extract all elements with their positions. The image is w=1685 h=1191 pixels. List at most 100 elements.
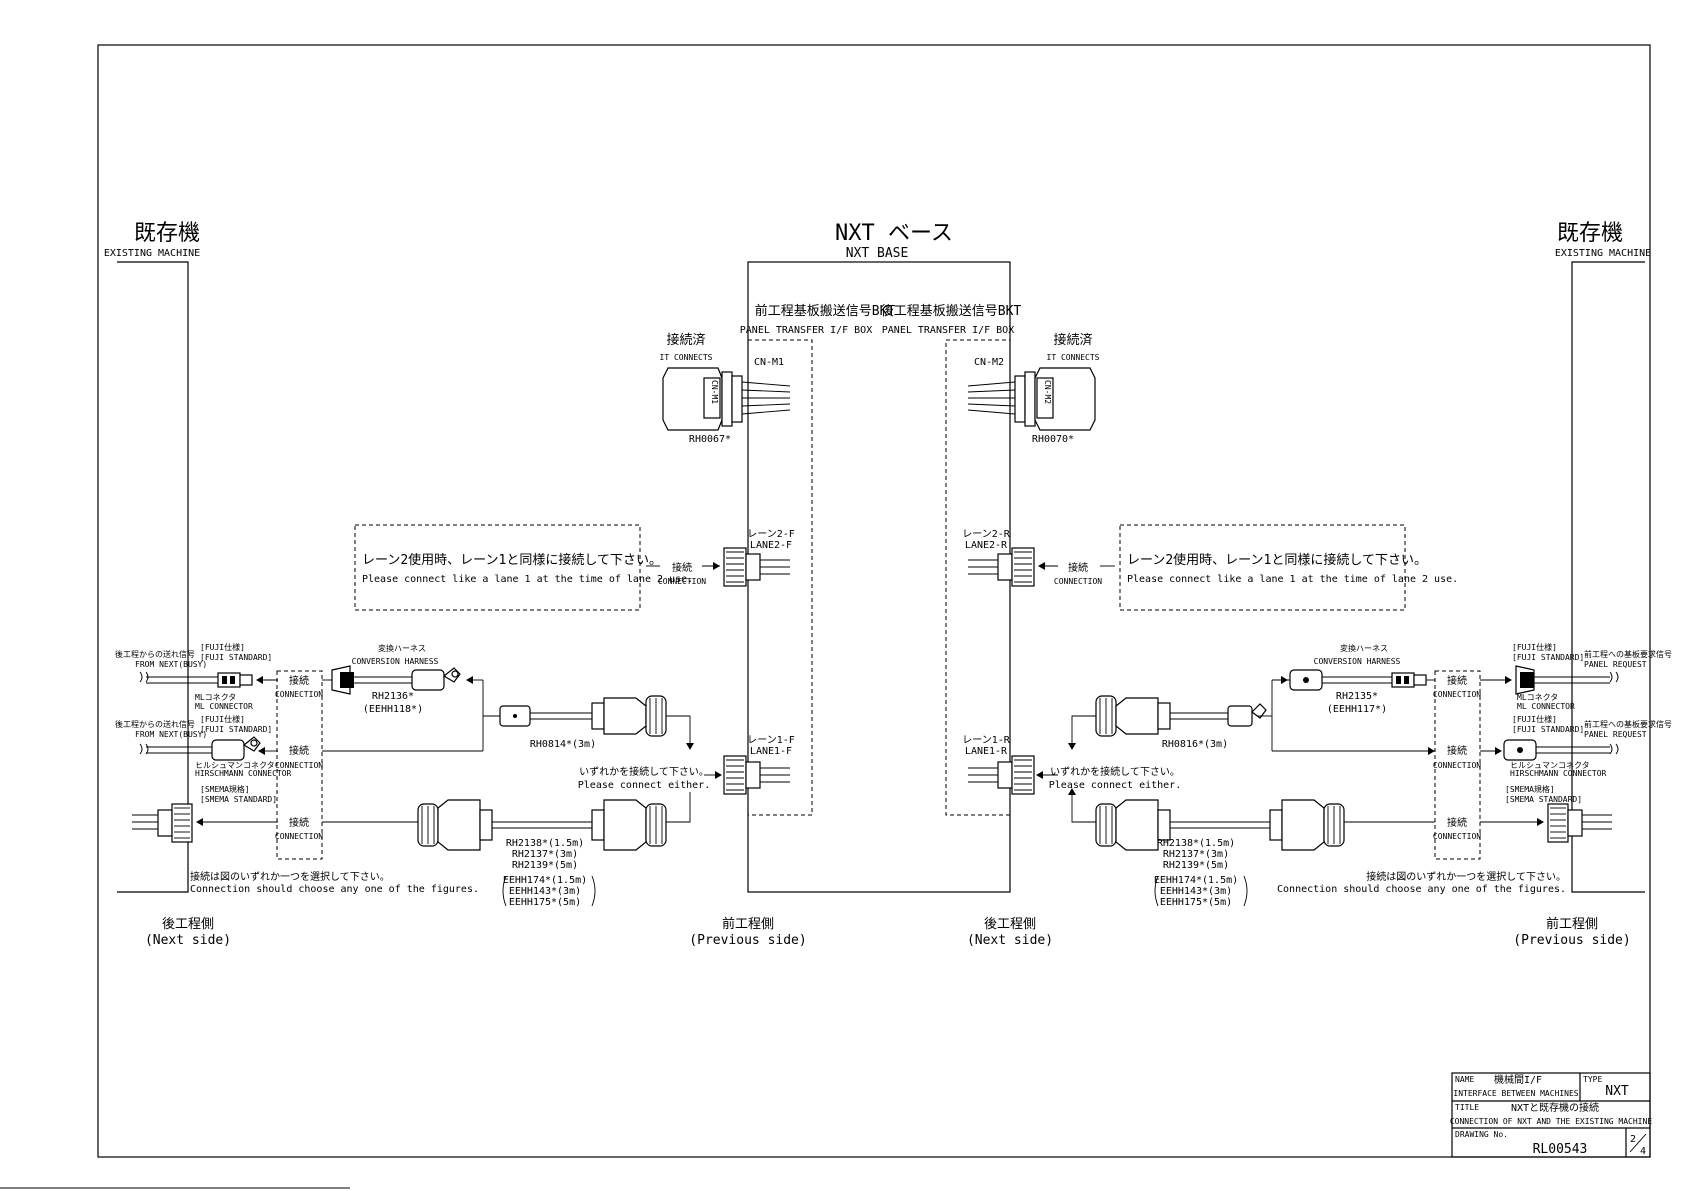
left-smema-e3: EEHH175*(5m): [509, 897, 581, 908]
label-prev-side-right-en: (Previous side): [1513, 933, 1630, 948]
lane1-f-en: LANE1-F: [750, 746, 792, 757]
existing-machine-left-jp: 既存機: [134, 221, 200, 246]
right-signal1-en: PANEL REQUEST: [1584, 660, 1647, 669]
left-signal2-jp: 後工程からの送れ信号: [115, 719, 195, 729]
left-smema-receptacle: [132, 803, 193, 843]
left-conn2-en: CONNECTION: [275, 761, 323, 770]
right-smema-l3: RH2139*(5m): [1163, 860, 1229, 871]
left-hirschmann-jp: ヒルシュマンコネクタ: [195, 761, 275, 770]
left-choose-jp: 接続は図のいずれか一つを選択して下さい。: [190, 870, 390, 883]
left-smema-en: [SMEMA STANDARD]: [200, 795, 277, 804]
right-harness-jp: 変換ハーネス: [1340, 643, 1388, 653]
base-title-jp: NXT ベース: [835, 221, 953, 246]
right-hirschmann-en: HIRSCHMANN CONNECTOR: [1510, 769, 1607, 778]
right-fuji1-jp: [FUJI仕様]: [1512, 642, 1557, 652]
right-hirschmann-jp: ヒルシュマンコネクタ: [1510, 761, 1590, 770]
right-signal1-jp: 前工程への基板要求信号: [1584, 649, 1672, 659]
left-fuji1-jp: [FUJI仕様]: [200, 642, 245, 652]
cn-m1-label: CN-M1: [754, 357, 784, 368]
lane2-f-jp: レーン2-F: [747, 529, 795, 540]
lane2-f-en: LANE2-F: [750, 540, 792, 551]
tb-name-en: INTERFACE BETWEEN MACHINES: [1453, 1089, 1578, 1098]
if-box-right-en: PANEL TRANSFER I/F BOX: [882, 325, 1014, 336]
left-conn1-en: CONNECTION: [275, 690, 323, 699]
lane2-connect-right-jp: 接続: [1068, 561, 1088, 574]
cn-right-connected-en: IT CONNECTS: [1047, 353, 1100, 362]
left-choose-en: Connection should choose any one of the …: [190, 884, 479, 895]
tb-drawing-no: RL00543: [1533, 1142, 1588, 1157]
left-harness-part: RH2136*: [372, 691, 414, 702]
right-conn1-en: CONNECTION: [1433, 690, 1481, 699]
right-harness-en: CONVERSION HARNESS: [1314, 657, 1401, 666]
left-fuji2-en: [FUJI STANDARD]: [200, 725, 272, 734]
left-fuji1-en: [FUJI STANDARD]: [200, 653, 272, 662]
lane2-note-right-en: Please connect like a lane 1 at the time…: [1127, 574, 1458, 585]
left-smema-l1: RH2138*(1.5m): [506, 838, 584, 849]
left-harness-part2: (EEHH118*): [363, 704, 423, 715]
lane1-r-jp: レーン1-R: [962, 735, 1011, 746]
existing-machine-right-en: EXISTING MACHINE: [1555, 248, 1651, 259]
left-signal1-jp: 後工程からの送れ信号: [115, 649, 195, 659]
left-conn3-jp: 接続: [289, 816, 309, 829]
left-conn3-en: CONNECTION: [275, 832, 323, 841]
left-smema-e1: EEHH174*(1.5m): [503, 875, 587, 886]
base-title-en: NXT BASE: [846, 246, 909, 261]
right-signal2-en: PANEL REQUEST: [1584, 730, 1647, 739]
right-ml-connector: [1515, 665, 1535, 695]
right-smema-cable: [1095, 799, 1345, 851]
right-smema-e3: EEHH175*(5m): [1160, 897, 1232, 908]
existing-machine-right-outline: [1571, 261, 1645, 893]
lane2-f-receptacle: [723, 547, 790, 587]
right-hirschmann-connector: [1503, 739, 1537, 761]
cn-left-connected-jp: 接続済: [666, 332, 705, 348]
left-smema-cable: [417, 799, 667, 851]
right-either-en: Please connect either.: [1049, 780, 1181, 791]
cn-right-connected-jp: 接続済: [1053, 332, 1092, 348]
right-conn2-jp: 接続: [1447, 744, 1467, 757]
title-block: [1451, 1072, 1651, 1158]
label-next-side-center-jp: 後工程側: [984, 917, 1036, 932]
left-hirschmann-connector: [211, 736, 261, 761]
lane2-note-left-en: Please connect like a lane 1 at the time…: [362, 574, 693, 585]
left-ml-connector: [217, 672, 253, 688]
left-ml-en: ML CONNECTOR: [195, 702, 253, 711]
right-smema-e1: EEHH174*(1.5m): [1154, 875, 1238, 886]
right-choose-jp: 接続は図のいずれか一つを選択して下さい。: [1366, 870, 1566, 883]
existing-machine-left-outline: [117, 261, 189, 893]
left-ml-jp: MLコネクタ: [195, 693, 236, 702]
tb-title-label: TITLE: [1455, 1103, 1479, 1112]
nxt-base-outline: [747, 261, 1011, 893]
cn-m1-part: RH0067*: [689, 434, 731, 445]
left-harness-en: CONVERSION HARNESS: [352, 657, 439, 666]
right-smema-l2: RH2137*(3m): [1163, 849, 1229, 860]
tb-title-en: CONNECTION OF NXT AND THE EXISTING MACHI…: [1450, 1117, 1652, 1126]
left-conn1-jp: 接続: [289, 674, 309, 687]
tb-sheet-num: 2: [1630, 1134, 1636, 1145]
right-conn2-en: CONNECTION: [1433, 761, 1481, 770]
lane2-note-right-jp: レーン2使用時、レーン1と同様に接続して下さい。: [1127, 552, 1427, 568]
left-rh0814-cable: [499, 695, 667, 737]
left-hirschmann-en: HIRSCHMANN CONNECTOR: [195, 769, 292, 778]
right-rh0816-cable: [1095, 695, 1267, 737]
right-conn3-en: CONNECTION: [1433, 832, 1481, 841]
label-prev-side-right-jp: 前工程側: [1546, 916, 1598, 932]
right-either-jp: いずれかを接続して下さい。: [1050, 765, 1180, 778]
label-next-side-left-jp: 後工程側: [162, 917, 214, 932]
label-next-side-left-en: (Next side): [145, 933, 231, 948]
right-signal2-jp: 前工程への基板要求信号: [1584, 719, 1672, 729]
right-rh0816-part: RH0816*(3m): [1162, 739, 1228, 750]
arrow-lane2-left: [713, 562, 720, 570]
lane2-r-receptacle: [968, 547, 1035, 587]
lane2-note-box-left: [354, 524, 641, 611]
label-prev-side-center-jp: 前工程側: [722, 916, 774, 932]
lane2-r-en: LANE2-R: [965, 540, 1008, 551]
right-smema-e2: EEHH143*(3m): [1160, 886, 1232, 897]
left-harness-jp: 変換ハーネス: [378, 643, 426, 653]
right-harness-part: RH2135*: [1336, 691, 1378, 702]
left-signal1-en: FROM NEXT(BUSY): [135, 660, 207, 669]
left-signal2-en: FROM NEXT(BUSY): [135, 730, 207, 739]
lane1-r-receptacle: [968, 755, 1035, 795]
arrow-lane2-right: [1038, 562, 1045, 570]
right-choose-en: Connection should choose any one of the …: [1277, 884, 1566, 895]
tb-title-jp: NXTと既存機の接続: [1511, 1101, 1599, 1114]
